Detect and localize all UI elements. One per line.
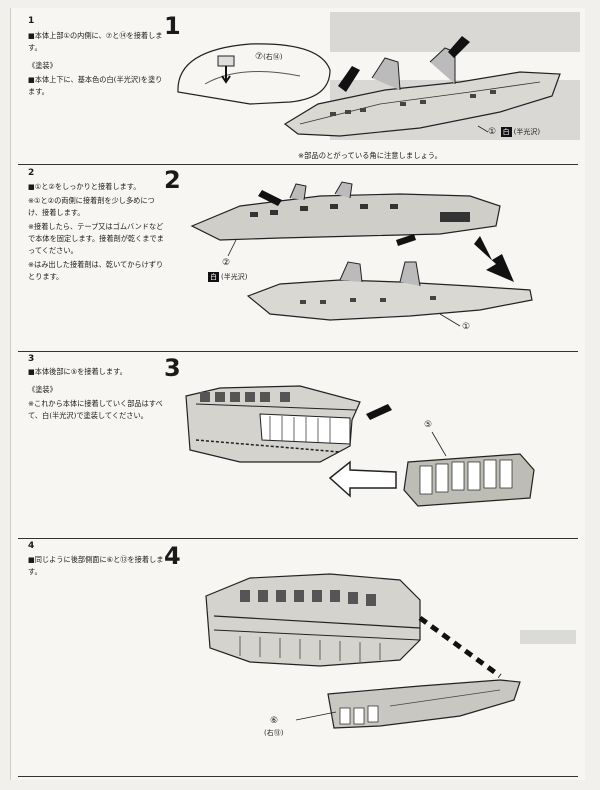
part-alt-number: (右⑬) bbox=[264, 729, 284, 737]
instruction-line: ■本体上下に、基本色の白(半光沢)を塗ります。 bbox=[28, 75, 163, 96]
part-callout: ② bbox=[222, 258, 230, 268]
instruction-line: ■同じように後部側面に⑥と⑬を接着します。 bbox=[28, 555, 164, 576]
painting-heading: 《塗装》 bbox=[28, 61, 57, 70]
instruction-line: ■本体後部に⑤を接着します。 bbox=[28, 367, 127, 376]
part-callout: ⑥ bbox=[270, 716, 278, 726]
step-number-large: 2 bbox=[164, 166, 181, 194]
color-badge: 白 bbox=[500, 127, 512, 137]
part-number: ⑦ bbox=[255, 52, 264, 62]
instruction-line: ■本体上部①の内側に、⑦と⑭を接着します。 bbox=[28, 31, 163, 52]
step-number-small: 2 bbox=[28, 168, 35, 178]
part-callout: (右⑬) bbox=[264, 728, 283, 738]
section-divider bbox=[18, 776, 578, 777]
color-badge: 白 bbox=[208, 272, 219, 282]
step-number-large: 3 bbox=[164, 354, 181, 382]
instruction-line: ※①と②の両側に接着剤を少し多めにつけ、接着します。 bbox=[28, 196, 155, 217]
section-divider bbox=[18, 164, 578, 165]
part-callout: ⑦(右⑭) bbox=[255, 52, 283, 62]
part-number: ⑤ bbox=[424, 420, 433, 430]
part-callout: 白(半光沢) bbox=[206, 272, 247, 282]
part-number: ① bbox=[488, 127, 497, 137]
instruction-line: ※接着したら、テープ又はゴムバンドなどで本体を固定します。接着剤が乾くまでまって… bbox=[28, 222, 164, 255]
step-4-text: ■同じように後部側面に⑥と⑬を接着します。 bbox=[28, 554, 168, 580]
step-number-small: 1 bbox=[28, 16, 35, 26]
caution-note: ※部品のとがっている角に注意しましょう。 bbox=[298, 151, 442, 160]
section-divider bbox=[18, 351, 578, 352]
step-number-small: 4 bbox=[28, 541, 35, 551]
section-divider bbox=[18, 538, 578, 539]
instruction-line: ■①と②をしっかりと接着します。 bbox=[28, 182, 141, 191]
step-number-large: 4 bbox=[164, 542, 181, 570]
part-callout: ① 白(半光沢) bbox=[488, 127, 540, 137]
step-3-text: ■本体後部に⑤を接着します。 《塗装》 ※これから本体に接着していく部品はすべて… bbox=[28, 366, 168, 424]
instruction-line: ※はみ出した接着剤は、乾いてからけずりとります。 bbox=[28, 260, 164, 281]
part-alt-number: (右⑭) bbox=[263, 53, 283, 61]
step-2-text: ■①と②をしっかりと接着します。 ※①と②の両側に接着剤を少し多めにつけ、接着し… bbox=[28, 181, 168, 285]
part-number: ⑥ bbox=[270, 716, 279, 726]
part-number: ② bbox=[222, 258, 231, 268]
step-number-large: 1 bbox=[164, 12, 181, 40]
part-callout: ① bbox=[462, 322, 470, 332]
step-number-small: 3 bbox=[28, 354, 35, 364]
instruction-line: ※これから本体に接着していく部品はすべて、白(半光沢)で塗装してください。 bbox=[28, 399, 163, 420]
finish-label: (半光沢) bbox=[221, 273, 248, 281]
finish-label: (半光沢) bbox=[513, 128, 541, 136]
part-number: ① bbox=[462, 322, 471, 332]
part-callout: ⑤ bbox=[424, 420, 432, 430]
painting-heading: 《塗装》 bbox=[28, 385, 57, 394]
step-1-text: ■本体上部①の内側に、⑦と⑭を接着します。 《塗装》 ■本体上下に、基本色の白(… bbox=[28, 30, 168, 100]
